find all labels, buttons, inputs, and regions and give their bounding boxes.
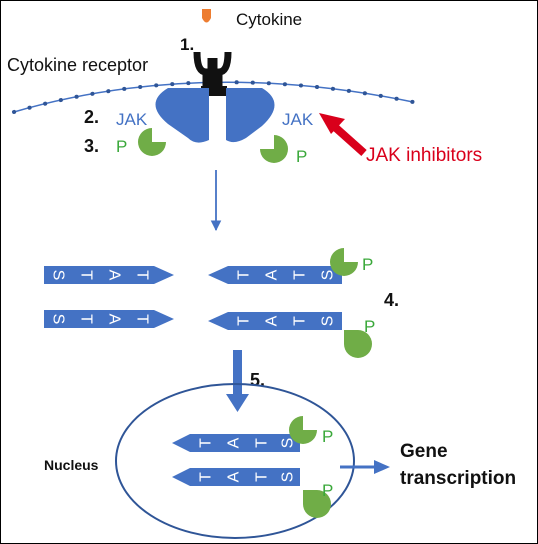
phosphate-icon-stat-bottom [344, 330, 372, 358]
p-label-left: P [116, 137, 127, 156]
p-label-stat-top: P [362, 255, 373, 274]
svg-text:T: T [236, 316, 253, 326]
svg-text:S: S [280, 472, 297, 483]
svg-text:A: A [106, 314, 123, 325]
svg-text:T: T [198, 438, 215, 448]
nucleus-shape [115, 383, 355, 539]
svg-text:S: S [320, 316, 337, 327]
jak-right-label: JAK [282, 110, 314, 129]
stat-left-top: S T A T [44, 266, 174, 284]
svg-text:S: S [50, 314, 67, 325]
nucleus-label: Nucleus [44, 457, 99, 473]
svg-text:S: S [280, 438, 297, 449]
step-3: 3. [84, 136, 99, 156]
svg-text:A: A [226, 471, 243, 482]
svg-text:T: T [134, 270, 151, 280]
gene-label: Gene [400, 441, 448, 462]
svg-text:S: S [320, 270, 337, 281]
cytokine-icon [202, 9, 211, 23]
svg-text:T: T [292, 270, 309, 280]
svg-text:T: T [78, 270, 95, 280]
svg-text:T: T [198, 472, 215, 482]
jak-inhibitors-label: JAK inhibitors [366, 145, 482, 166]
svg-text:T: T [236, 270, 253, 280]
jak-left-label: JAK [116, 110, 148, 129]
inhibitor-arrow-icon [319, 113, 345, 134]
svg-text:T: T [254, 438, 271, 448]
transcription-arrow [340, 460, 390, 474]
stat-left-bottom: S T A T [44, 310, 174, 328]
cytokine-label: Cytokine [236, 10, 302, 29]
stat-right-top: S T A T [208, 266, 342, 284]
p-label-stat-bottom: P [364, 317, 375, 336]
down-arrow-2 [226, 350, 249, 412]
p-label-right: P [296, 147, 307, 166]
phosphate-icon-left [138, 128, 166, 156]
svg-text:T: T [78, 314, 95, 324]
step-4: 4. [384, 290, 399, 310]
phosphate-icon-nucleus-bottom [303, 490, 331, 518]
stat-right-bottom: S T A T [208, 312, 342, 330]
svg-text:S: S [50, 270, 67, 281]
svg-text:A: A [264, 269, 281, 280]
step-2: 2. [84, 107, 99, 127]
phosphate-icon-stat-top [330, 248, 358, 276]
transcription-label: transcription [400, 468, 516, 489]
stat-nucleus-bottom: S T A T [172, 468, 300, 486]
jak-right-shape [226, 88, 275, 143]
svg-text:A: A [226, 437, 243, 448]
stat-nucleus-top: S T A T [172, 434, 300, 452]
svg-text:A: A [264, 315, 281, 326]
p-label-nucleus-bottom: P [322, 481, 333, 500]
p-label-nucleus-top: P [322, 427, 333, 446]
svg-text:T: T [292, 316, 309, 326]
phosphate-icon-nucleus-top [289, 416, 317, 444]
cytokine-receptor-label: Cytokine receptor [7, 55, 148, 75]
jak-left-shape [155, 88, 209, 143]
svg-text:T: T [134, 314, 151, 324]
svg-text:T: T [254, 472, 271, 482]
svg-text:A: A [106, 270, 123, 281]
step-1: 1. [180, 35, 194, 54]
phosphate-icon-right [260, 135, 288, 163]
